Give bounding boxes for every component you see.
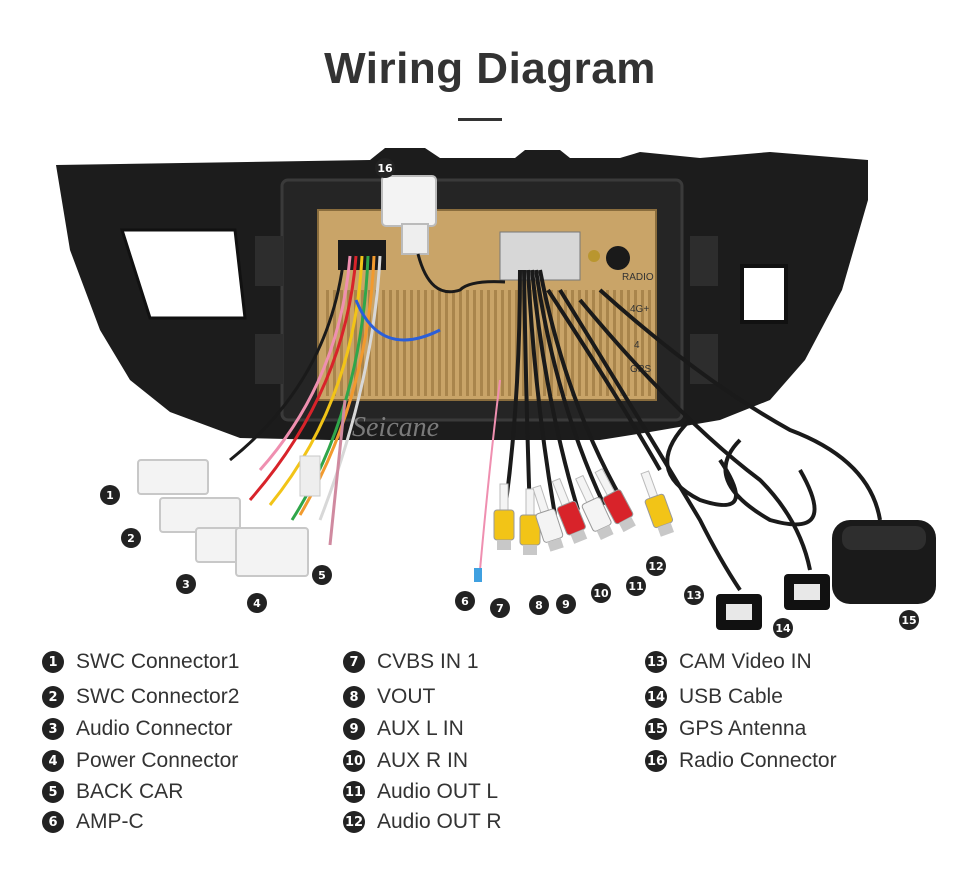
callout-7: 7 <box>490 598 510 618</box>
heatsink-fin <box>445 290 448 396</box>
heatsink-fin <box>536 290 539 396</box>
rca-plug <box>551 477 588 544</box>
gps-antenna <box>832 520 936 604</box>
heatsink-fin <box>494 290 497 396</box>
heatsink-fin <box>389 290 392 396</box>
heatsink-fin <box>466 290 469 396</box>
heatsink-fin <box>473 290 476 396</box>
callout-2: 2 <box>121 528 141 548</box>
heatsink-fin <box>529 290 532 396</box>
heatsink-fin <box>515 290 518 396</box>
heatsink-fin <box>508 290 511 396</box>
usb-and-gps-cables <box>558 288 882 592</box>
seicane-watermark: Seicane <box>352 412 439 443</box>
rca-plug <box>640 470 674 537</box>
heatsink-fin <box>375 290 378 396</box>
radio-connector <box>381 175 506 294</box>
callout-8: 8 <box>529 595 549 615</box>
rca-plug <box>594 468 636 533</box>
heatsink-fin <box>403 290 406 396</box>
heatsink-fin <box>459 290 462 396</box>
heatsink-fin <box>410 290 413 396</box>
heatsink-fin <box>326 290 329 396</box>
heatsink-fin <box>634 290 637 396</box>
heatsink-fin <box>641 290 644 396</box>
callout-10: 10 <box>591 583 611 603</box>
callout-6: 6 <box>455 591 475 611</box>
page-title: Wiring Diagram <box>324 44 656 93</box>
amp-c-wire-tip <box>474 568 482 582</box>
heatsink-fin <box>578 290 581 396</box>
heatsink-fin <box>501 290 504 396</box>
callout-5: 5 <box>312 565 332 585</box>
heatsink-fin <box>396 290 399 396</box>
rca-plug <box>519 488 541 555</box>
rca-plug <box>575 474 614 541</box>
heatsink-fin <box>417 290 420 396</box>
port-4-label: 4 <box>634 340 640 351</box>
heatsink-fin <box>620 290 623 396</box>
rca-plug <box>532 484 564 552</box>
heatsink-fin <box>354 290 357 396</box>
heatsink-fin <box>487 290 490 396</box>
title-underline <box>458 118 502 121</box>
callout-4: 4 <box>247 593 267 613</box>
heatsink-fin <box>431 290 434 396</box>
white-connectors <box>137 455 321 577</box>
heatsink-fin <box>438 290 441 396</box>
heatsink-fin <box>599 290 602 396</box>
heatsink-fin <box>340 290 343 396</box>
callout-16: 16 <box>375 158 395 178</box>
rca-cable-bundle <box>479 269 662 571</box>
heatsink-fin <box>543 290 546 396</box>
heatsink-fin <box>585 290 588 396</box>
heatsink-fin <box>606 290 609 396</box>
radio-port-label: RADIO <box>622 272 654 283</box>
heatsink-fin <box>424 290 427 396</box>
callout-1: 1 <box>100 485 120 505</box>
heatsink-fin <box>452 290 455 396</box>
heatsink-fin <box>480 290 483 396</box>
callout-9: 9 <box>556 594 576 614</box>
callout-13: 13 <box>684 585 704 605</box>
callout-14: 14 <box>773 618 793 638</box>
heatsink-fin <box>382 290 385 396</box>
heatsink-fin <box>648 290 651 396</box>
rca-plug <box>493 483 515 550</box>
callout-15: 15 <box>899 610 919 630</box>
heatsink-fin <box>361 290 364 396</box>
usb-connectors <box>716 574 830 630</box>
heatsink-fin <box>564 290 567 396</box>
callout-12: 12 <box>646 556 666 576</box>
callout-3: 3 <box>176 574 196 594</box>
heatsink-fin <box>627 290 630 396</box>
callout-11: 11 <box>626 576 646 596</box>
rca-plugs <box>474 468 674 582</box>
4g-port-label: 4G+ <box>630 304 649 315</box>
heatsink-fin <box>571 290 574 396</box>
